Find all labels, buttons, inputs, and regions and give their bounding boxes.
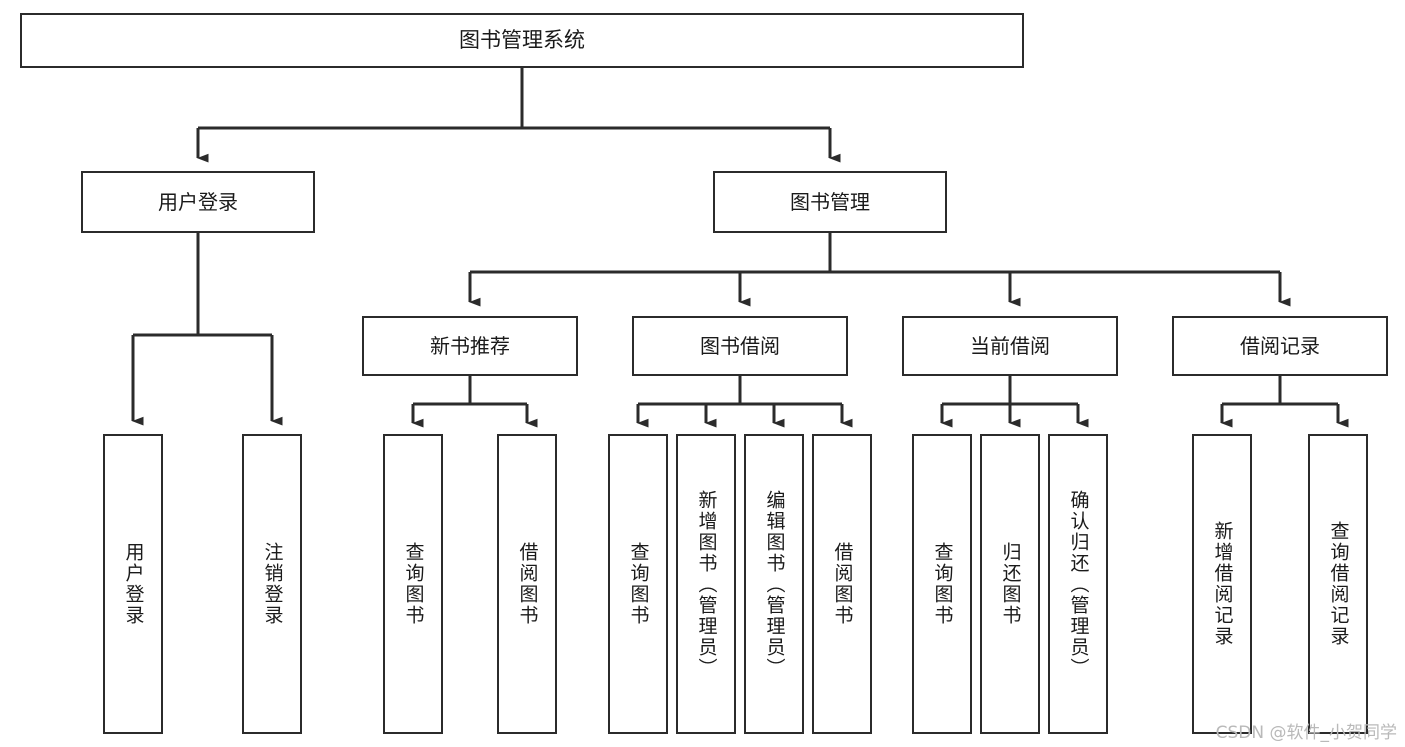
leaf-query-book-2[interactable]: 查询图书 (608, 434, 668, 734)
leaf-return-book-label: 归还图书 (999, 542, 1022, 626)
leaf-borrow-book-2-label: 借阅图书 (831, 542, 854, 626)
node-book-borrow-label: 图书借阅 (700, 333, 780, 358)
node-current-borrow-label: 当前借阅 (970, 333, 1050, 358)
leaf-user-logout-label: 注销登录 (261, 542, 284, 626)
leaf-add-book[interactable]: 新增图书（管理员） (676, 434, 736, 734)
leaf-add-record-label: 新增借阅记录 (1211, 521, 1234, 647)
leaf-borrow-book-2[interactable]: 借阅图书 (812, 434, 872, 734)
leaf-query-book-3-label: 查询图书 (931, 542, 954, 626)
leaf-query-record-label: 查询借阅记录 (1327, 521, 1350, 647)
leaf-query-record[interactable]: 查询借阅记录 (1308, 434, 1368, 734)
leaf-query-book-1[interactable]: 查询图书 (383, 434, 443, 734)
node-user-login[interactable]: 用户登录 (81, 171, 315, 233)
leaf-add-book-label: 新增图书（管理员） (695, 489, 718, 679)
leaf-query-book-3[interactable]: 查询图书 (912, 434, 972, 734)
node-book-manage-label: 图书管理 (790, 189, 870, 214)
leaf-query-book-1-label: 查询图书 (402, 542, 425, 626)
leaf-confirm-return[interactable]: 确认归还（管理员） (1048, 434, 1108, 734)
leaf-borrow-book-1[interactable]: 借阅图书 (497, 434, 557, 734)
leaf-edit-book-label: 编辑图书（管理员） (763, 489, 786, 679)
leaf-confirm-return-label: 确认归还（管理员） (1067, 489, 1090, 679)
leaf-add-record[interactable]: 新增借阅记录 (1192, 434, 1252, 734)
node-book-manage[interactable]: 图书管理 (713, 171, 947, 233)
node-borrow-record-label: 借阅记录 (1240, 333, 1320, 358)
node-user-login-label: 用户登录 (158, 189, 238, 214)
node-new-book-rec-label: 新书推荐 (430, 333, 510, 358)
node-book-borrow[interactable]: 图书借阅 (632, 316, 848, 376)
leaf-return-book[interactable]: 归还图书 (980, 434, 1040, 734)
node-new-book-rec[interactable]: 新书推荐 (362, 316, 578, 376)
node-borrow-record[interactable]: 借阅记录 (1172, 316, 1388, 376)
leaf-edit-book[interactable]: 编辑图书（管理员） (744, 434, 804, 734)
node-root[interactable]: 图书管理系统 (20, 13, 1024, 68)
node-current-borrow[interactable]: 当前借阅 (902, 316, 1118, 376)
leaf-borrow-book-1-label: 借阅图书 (516, 542, 539, 626)
csdn-watermark: CSDN @软件_小贺同学 (1215, 723, 1397, 743)
node-root-label: 图书管理系统 (459, 27, 585, 52)
leaf-user-login-label: 用户登录 (122, 542, 145, 626)
leaf-user-logout[interactable]: 注销登录 (242, 434, 302, 734)
leaf-user-login[interactable]: 用户登录 (103, 434, 163, 734)
leaf-query-book-2-label: 查询图书 (627, 542, 650, 626)
